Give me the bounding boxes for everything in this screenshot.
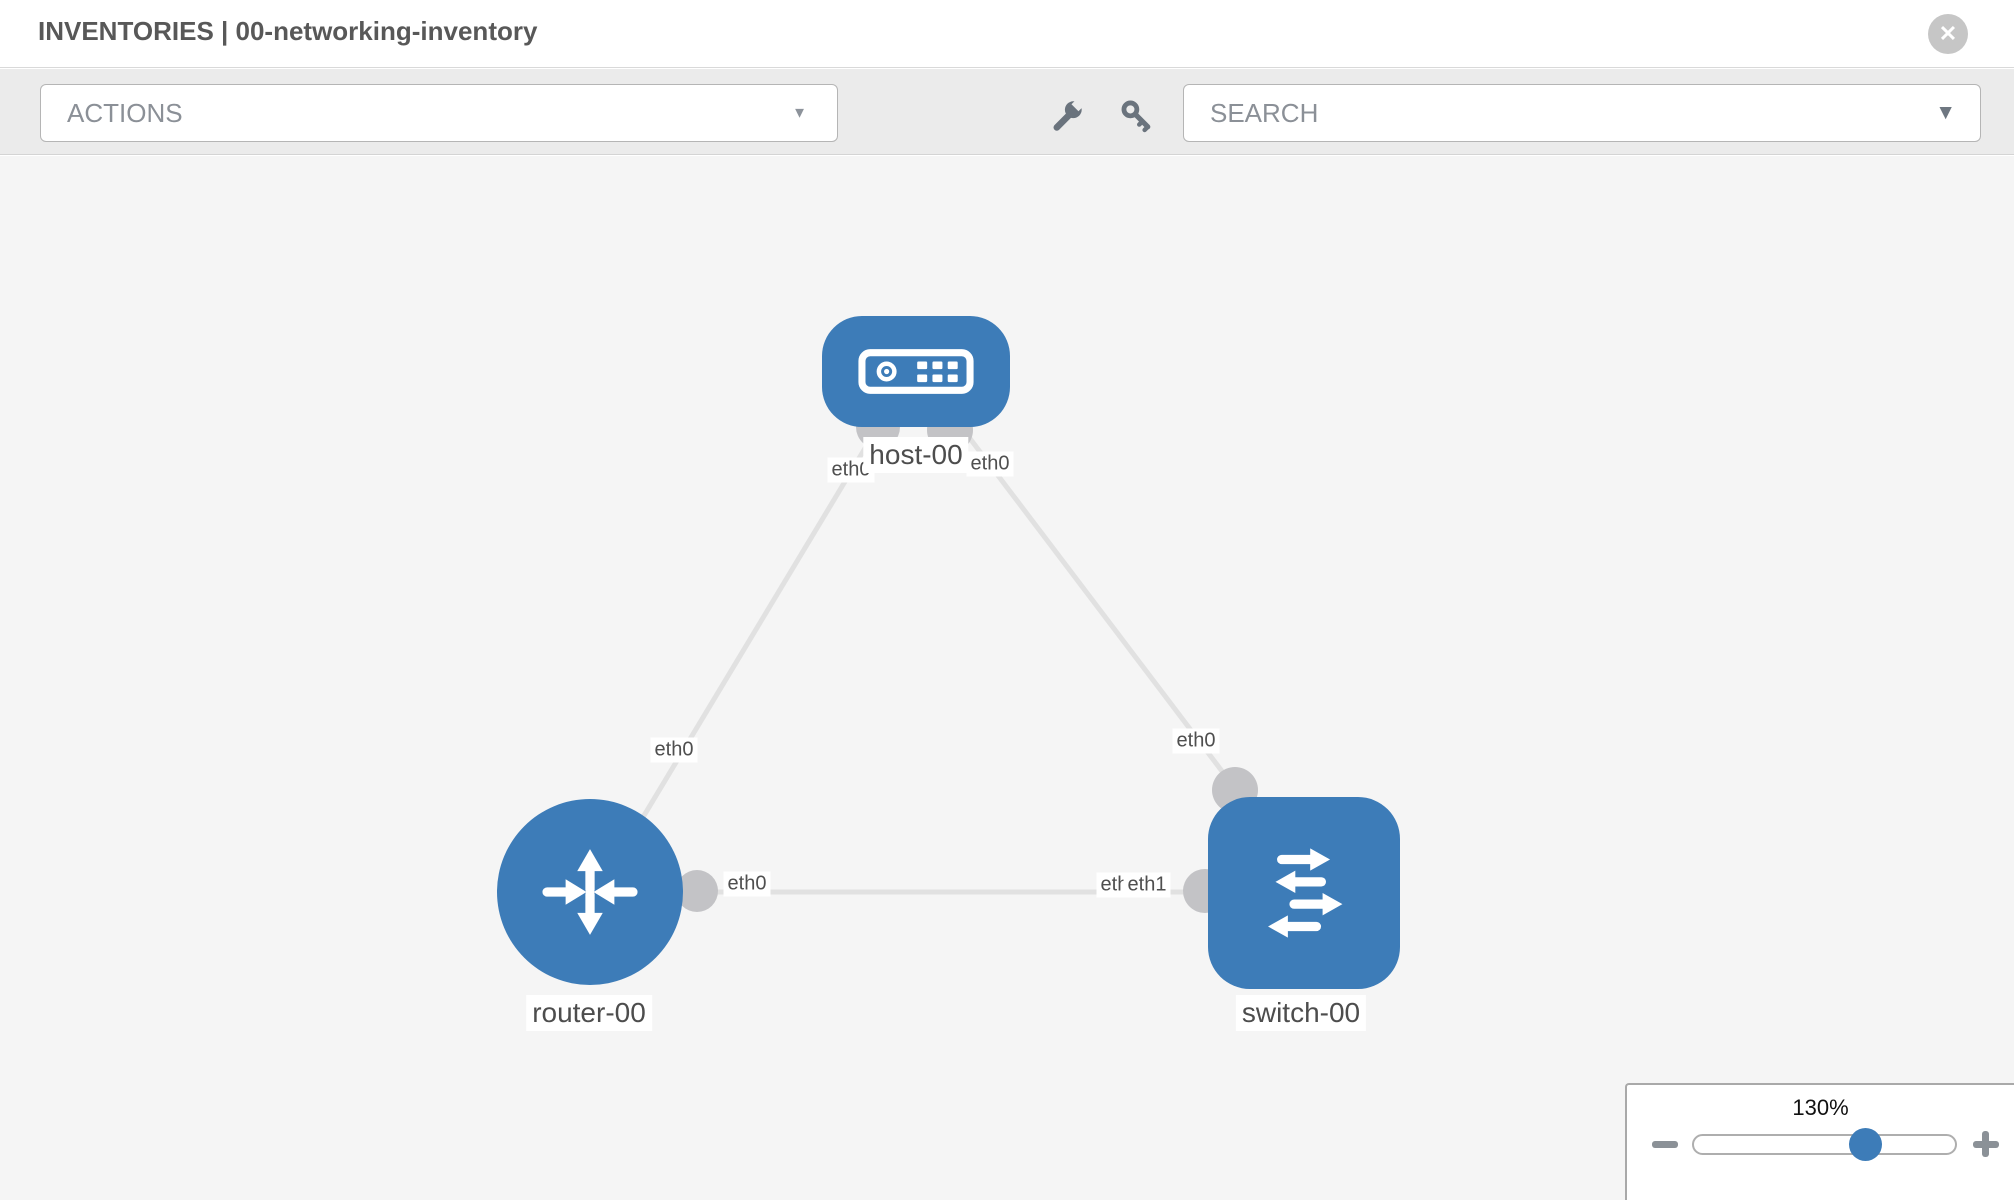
actions-dropdown-label: ACTIONS	[67, 97, 183, 128]
caret-down-icon: ▼	[792, 104, 807, 122]
close-button[interactable]: ✕	[1928, 14, 1968, 54]
close-icon: ✕	[1938, 21, 1958, 46]
page-title: INVENTORIES | 00-networking-inventory	[38, 16, 538, 46]
port-label: eth0	[723, 871, 771, 897]
switch-icon	[1268, 848, 1343, 938]
actions-dropdown[interactable]: ACTIONS ▼	[40, 84, 838, 142]
port-label: eth0	[966, 451, 1014, 477]
port-connector[interactable]	[676, 870, 718, 912]
toolbar: ACTIONS ▼ SEARCH ▼	[0, 69, 2014, 155]
node-label-router: router-00	[526, 995, 652, 1031]
port-label: eth0	[650, 737, 698, 763]
port-label: eth1	[1123, 872, 1171, 898]
minus-icon[interactable]	[1652, 1141, 1678, 1148]
link-host-router[interactable]	[595, 428, 879, 894]
key-icon[interactable]	[1119, 98, 1155, 134]
zoom-panel: 130%	[1625, 1083, 2014, 1200]
host-icon	[858, 349, 974, 394]
zoom-slider-handle[interactable]	[1849, 1128, 1882, 1161]
port-label: eth0	[1172, 728, 1220, 754]
zoom-level: 130%	[1792, 1095, 1849, 1120]
wrench-icon[interactable]	[1049, 98, 1085, 134]
topology-links-layer	[595, 405, 1300, 913]
search-dropdown[interactable]: SEARCH ▼	[1183, 84, 1981, 142]
node-host-00[interactable]	[822, 316, 1010, 427]
router-icon	[542, 849, 638, 935]
zoom-slider-track[interactable]	[1692, 1134, 1957, 1155]
node-label-switch: switch-00	[1235, 995, 1367, 1031]
caret-down-icon: ▼	[1935, 101, 1956, 124]
node-switch-00[interactable]	[1208, 797, 1400, 989]
node-router-00[interactable]	[497, 799, 683, 985]
header: INVENTORIES | 00-networking-inventory ✕	[0, 0, 2014, 68]
search-placeholder: SEARCH	[1210, 97, 1319, 128]
topology-canvas[interactable]: eth0 eth0 eth0 eth0 eth0 eth0 eth1 host-…	[0, 156, 2014, 1200]
plus-icon[interactable]	[1982, 1131, 1989, 1157]
node-label-host: host-00	[863, 437, 969, 473]
